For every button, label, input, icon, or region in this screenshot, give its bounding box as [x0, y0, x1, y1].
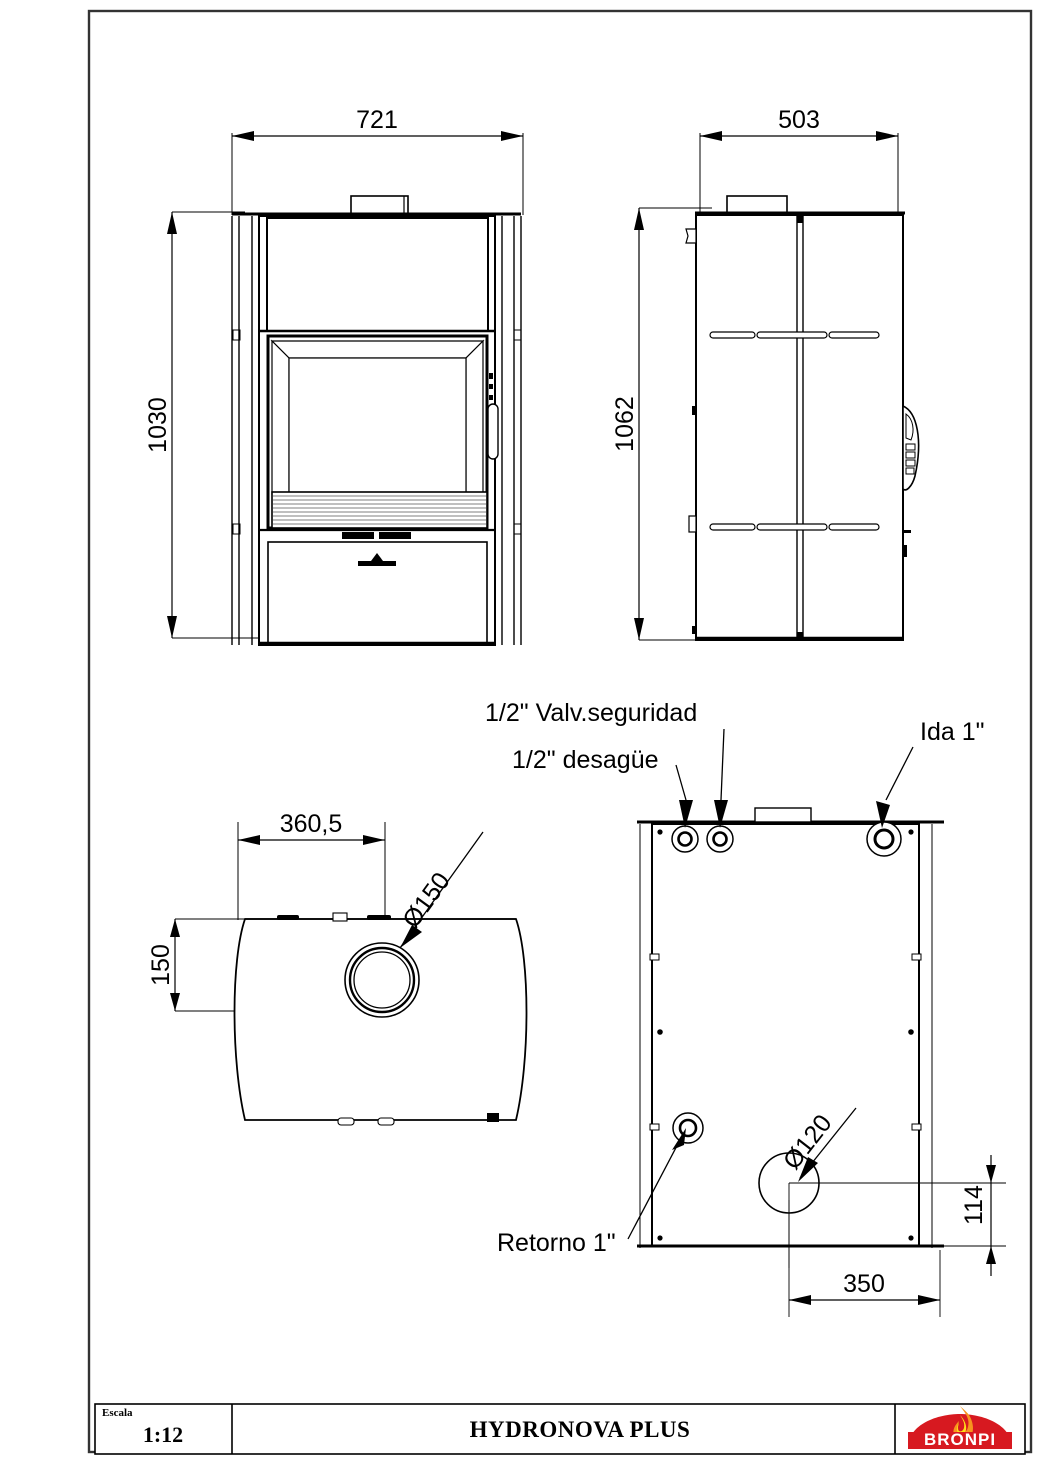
- dimension-front-height: 1030: [144, 211, 262, 639]
- logo-wordmark: BRONPI: [924, 1430, 996, 1449]
- title-block-model-name: HYDRONOVA PLUS: [470, 1417, 691, 1442]
- front-flue-collar: [350, 195, 409, 216]
- dimension-value-1062: 1062: [611, 396, 639, 452]
- rear-port-safety-valve: [671, 825, 699, 853]
- front-upper-panel: [259, 217, 495, 333]
- dimension-value-150: 150: [147, 944, 175, 986]
- rear-port-flow: [866, 821, 902, 857]
- logo-flame-inner-icon: [956, 1415, 967, 1435]
- title-block-scale-label: Escala: [102, 1407, 133, 1419]
- title-block: Escala 1:12 HYDRONOVA PLUS BRONPI: [94, 1403, 1026, 1455]
- side-elevation-view: 503 1062: [611, 106, 920, 641]
- callout-drain: 1/2" desagüe: [512, 746, 693, 828]
- dimension-value-503: 503: [778, 106, 820, 134]
- dimension-side-height: 1062: [611, 207, 712, 641]
- dimension-value-721: 721: [356, 106, 398, 134]
- callout-safety-valve: 1/2" Valv.seguridad: [485, 699, 728, 828]
- callout-flow: Ida 1": [876, 718, 984, 828]
- front-door-handle: [487, 373, 499, 460]
- plan-body-outline: [233, 918, 528, 1121]
- dimension-rear-outlet-offset: 350: [788, 1200, 941, 1317]
- title-block-scale-value: 1:12: [143, 1422, 183, 1447]
- callout-label-drain: 1/2" desagüe: [512, 746, 659, 774]
- dimension-front-width: 721: [231, 106, 524, 215]
- dimension-rear-outlet-height: 114: [940, 1155, 1006, 1276]
- side-door-handle: [902, 404, 920, 491]
- callout-label-safety-valve: 1/2" Valv.seguridad: [485, 699, 697, 727]
- callout-label-return: Retorno 1": [497, 1229, 616, 1257]
- callout-label-flow: Ida 1": [920, 718, 984, 746]
- dimension-plan-width: 360,5: [237, 810, 386, 975]
- dimension-value-1030: 1030: [144, 397, 172, 453]
- dimension-value-360-5: 360,5: [280, 810, 343, 838]
- side-upper-bars: [709, 331, 880, 339]
- plan-view: 360,5 150: [147, 810, 528, 1126]
- dimension-value-350: 350: [843, 1270, 885, 1298]
- front-grate: [271, 491, 488, 529]
- bronpi-logo: BRONPI: [901, 1406, 1019, 1451]
- side-lower-bars: [709, 523, 880, 531]
- rear-elevation-view: 1/2" Valv.seguridad 1/2" desagüe Ida 1" …: [485, 699, 1006, 1317]
- rear-port-drain: [706, 825, 734, 853]
- front-elevation-view: 721 1030: [144, 106, 524, 646]
- plan-flue-outlet: [344, 942, 420, 1018]
- dimension-side-width: 503: [699, 106, 899, 215]
- dimension-value-114: 114: [960, 1185, 988, 1225]
- callout-return: Retorno 1": [497, 1128, 686, 1257]
- front-lower-drawer: [259, 528, 495, 644]
- rear-port-return: [672, 1112, 704, 1144]
